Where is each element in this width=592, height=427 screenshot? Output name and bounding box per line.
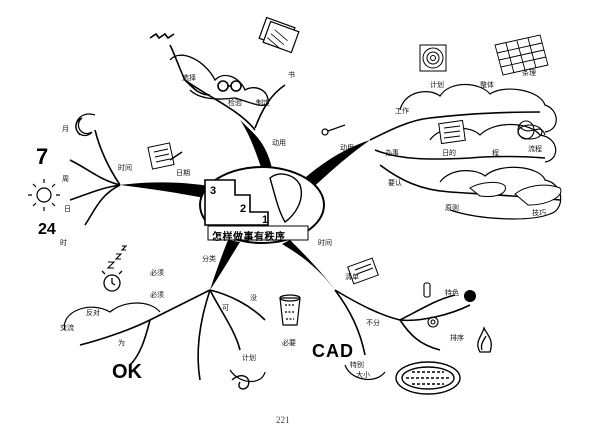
lower-left-item6: 可 [222, 304, 229, 312]
branch-left [120, 182, 220, 200]
left-item-day: 日 [64, 205, 71, 213]
flame-icon [477, 326, 492, 353]
step-two: 2 [240, 203, 247, 215]
lower-right-clouds [344, 364, 386, 381]
branch-lower-right [282, 240, 335, 290]
top-label-use: 动用 [272, 139, 286, 147]
left-note: 日期 [176, 169, 190, 177]
left-item-month: 月 [62, 125, 69, 133]
top-label-check: 检验 [228, 99, 242, 107]
glasses-icon [217, 80, 242, 92]
hand-left-icon [469, 181, 506, 197]
left-main-label: 时间 [118, 164, 132, 172]
step-three: 3 [210, 185, 217, 197]
lower-left-item4: 交流 [60, 324, 74, 332]
lower-left-item1: 必须 [150, 269, 164, 277]
bin-icon [279, 294, 301, 326]
sun-icon [28, 179, 60, 211]
branch-right [300, 140, 370, 192]
lower-right-item3: 特色 [445, 289, 459, 297]
top-cloud [169, 54, 269, 106]
branch-lower-left [210, 240, 240, 290]
target-icon [419, 44, 447, 72]
top-label-book: 书 [288, 71, 295, 79]
grid-icon [494, 34, 549, 76]
top-label-make: 制定 [256, 99, 270, 107]
ok-text: OK [112, 361, 142, 383]
ball-icon [464, 290, 476, 302]
right-sub3-label: 要认 [388, 179, 402, 187]
watermelon-icon [395, 361, 461, 395]
right-sub2-label: 办事 [385, 149, 399, 157]
right-sub2-item3: 流程 [528, 145, 542, 153]
right-sub1-label: 工作 [395, 107, 409, 115]
center-title: 怎样做事有秩序 [212, 232, 286, 243]
page-number: 221 [276, 415, 290, 425]
scribble-icon [517, 120, 546, 140]
lower-left-item3: 反对 [86, 309, 100, 317]
right-sub1-item3: 条理 [522, 69, 536, 77]
right-sub3-item2: 技巧 [532, 209, 546, 217]
notepad-icon [438, 119, 466, 145]
papers-icon [258, 16, 300, 54]
lower-left-item2: 必须 [150, 291, 164, 299]
lower-right-item4: 排序 [450, 334, 464, 342]
right-sub2-item2: 程 [492, 149, 499, 157]
lower-left-clouds [63, 302, 266, 383]
curl-icon [231, 375, 250, 390]
hand-right-icon [514, 184, 562, 206]
lower-right-item2: 不分 [366, 319, 380, 327]
lower-left-main-label: 分类 [202, 255, 216, 263]
lower-left-item7: 计划 [242, 354, 256, 362]
lower-left-item9: 为 [118, 339, 125, 347]
center-node [199, 166, 325, 244]
lower-left-item8: 必要 [282, 339, 296, 347]
spiral-icon [427, 316, 439, 328]
right-sub1-item1: 计划 [430, 81, 444, 89]
lower-right-item6: 大小 [356, 371, 370, 379]
top-sub-branches [149, 32, 286, 131]
papers-bundle-icon [347, 257, 379, 285]
left-number-24: 24 [38, 221, 56, 238]
branch-top [240, 120, 272, 170]
step-one: 1 [262, 214, 269, 226]
cad-text: CAD [312, 341, 354, 361]
lower-left-sub-branches [79, 289, 266, 381]
left-item-hour: 时 [60, 239, 67, 247]
bottle-icon [423, 282, 431, 298]
top-label-select: 选择 [182, 74, 196, 82]
right-main-label: 动用 [340, 144, 354, 152]
moon-icon [75, 117, 93, 137]
left-item-week: 周 [62, 175, 69, 183]
lower-left-item5: 没 [250, 294, 257, 302]
right-sub3-item1: 原则 [445, 204, 459, 212]
clipboard-icon [147, 142, 183, 170]
alarm-clock-icon [101, 270, 123, 292]
right-sub2-item1: 日的 [442, 149, 456, 157]
main-branches [120, 120, 370, 290]
lower-right-sub-branches [334, 289, 471, 356]
sleep-z-icon [106, 245, 128, 269]
right-sub1-item2: 整体 [480, 81, 494, 89]
lower-right-item1: 清单 [345, 273, 359, 281]
lower-right-main-label: 时间 [318, 239, 332, 247]
lower-right-item5: 特别 [350, 361, 364, 369]
left-sub-branches [69, 129, 121, 226]
left-number-seven: 7 [36, 144, 49, 169]
key-icon [321, 124, 346, 136]
